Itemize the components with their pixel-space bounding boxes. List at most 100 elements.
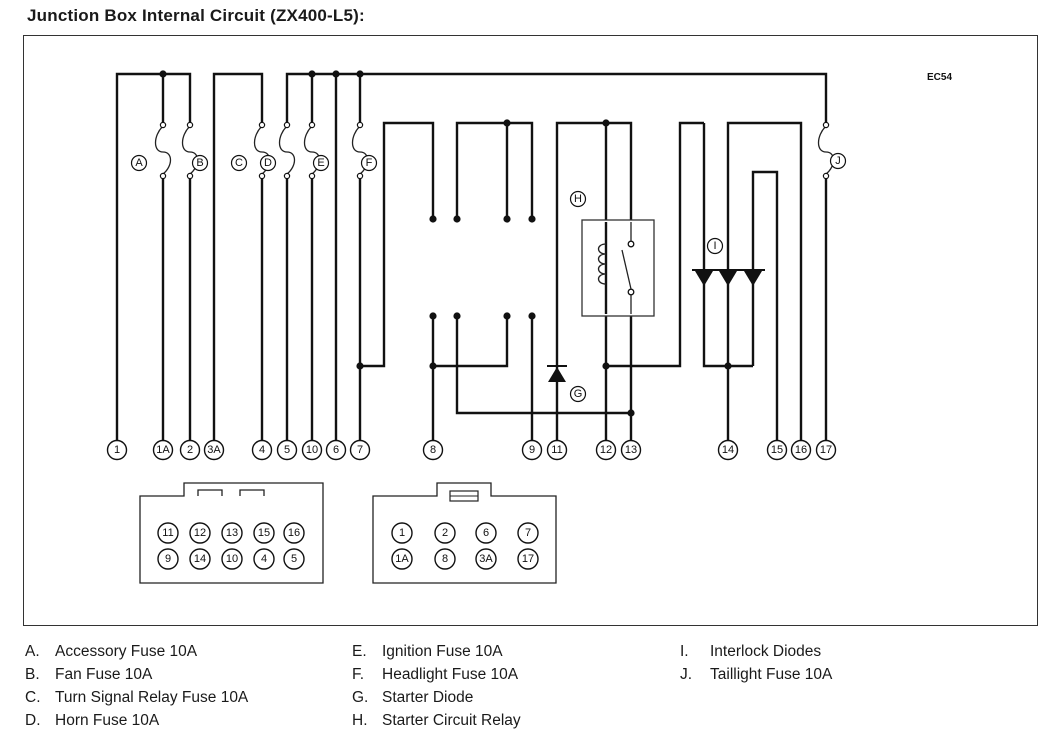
fuse-symbols: [154, 121, 835, 180]
svg-text:E: E: [317, 157, 324, 169]
terminal-4: 4: [251, 439, 273, 461]
svg-text:7: 7: [525, 527, 531, 539]
svg-text:D: D: [264, 157, 272, 169]
legend-text: Taillight Fuse 10A: [710, 666, 833, 683]
interlock-diodes-icon: [692, 269, 765, 286]
legend-text: Interlock Diodes: [710, 643, 822, 660]
svg-text:7: 7: [357, 444, 363, 456]
svg-text:9: 9: [529, 444, 535, 456]
legend-text: Fan Fuse 10A: [55, 666, 153, 683]
svg-text:11: 11: [551, 444, 562, 456]
starter-diode-icon: [547, 365, 567, 382]
legend-item: G. Starter Diode: [352, 686, 521, 709]
legend-key: J.: [680, 666, 693, 683]
svg-text:F: F: [366, 157, 373, 169]
connector-left-pin-16: 16: [283, 522, 305, 544]
legend-text: Starter Diode: [382, 689, 474, 706]
svg-text:14: 14: [722, 444, 734, 456]
svg-text:13: 13: [226, 527, 238, 539]
terminal-17: 17: [815, 439, 837, 461]
legend-key: D.: [25, 712, 41, 729]
terminal-9: 9: [521, 439, 543, 461]
svg-text:B: B: [196, 157, 203, 169]
svg-text:3A: 3A: [207, 444, 221, 456]
diagram-title: Junction Box Internal Circuit (ZX400-L5)…: [27, 6, 365, 25]
terminal-3a: 3A: [203, 439, 225, 461]
svg-text:9: 9: [165, 553, 171, 565]
legend-text: Accessory Fuse 10A: [55, 643, 198, 660]
label-diodes-i: I: [706, 237, 724, 255]
legend-key: F.: [352, 666, 365, 683]
terminal-11: 11: [546, 439, 568, 461]
svg-text:1A: 1A: [156, 444, 170, 456]
legend-item: J. Taillight Fuse 10A: [680, 663, 832, 686]
fuse-d2-icon: [278, 121, 296, 180]
legend-text: Horn Fuse 10A: [55, 712, 160, 729]
svg-text:2: 2: [442, 527, 448, 539]
svg-text:2: 2: [187, 444, 193, 456]
connector-left-pin-14: 14: [189, 548, 211, 570]
svg-text:1: 1: [114, 444, 120, 456]
terminal-15: 15: [766, 439, 788, 461]
connector-left-pin-9: 9: [157, 548, 179, 570]
svg-text:16: 16: [288, 527, 300, 539]
svg-text:13: 13: [625, 444, 637, 456]
connector-right-pin-2: 2: [434, 522, 456, 544]
label-fuse-b: B: [191, 154, 209, 172]
svg-text:12: 12: [194, 527, 206, 539]
connector-left-pin-11: 11: [157, 522, 179, 544]
connector-left-pin-12: 12: [189, 522, 211, 544]
svg-text:8: 8: [430, 444, 436, 456]
terminal-2: 2: [179, 439, 201, 461]
terminal-12: 12: [595, 439, 617, 461]
svg-text:6: 6: [333, 444, 339, 456]
connector-left-pin-4: 4: [253, 548, 275, 570]
svg-text:17: 17: [820, 444, 832, 456]
legend-item: D. Horn Fuse 10A: [25, 709, 248, 732]
connector-right-pin-8: 8: [434, 548, 456, 570]
fuse-a-icon: [154, 121, 172, 180]
fuse-b-icon: [181, 121, 199, 180]
diagram-frame: [23, 35, 1038, 626]
diagram-code: EC54: [927, 72, 952, 83]
relay-h: [581, 219, 655, 317]
connector-left-pin-15: 15: [253, 522, 275, 544]
svg-text:3A: 3A: [479, 553, 493, 565]
svg-text:1A: 1A: [395, 553, 409, 565]
legend-item: A.Accessory Fuse 10A: [25, 640, 248, 663]
legend-item: E.Ignition Fuse 10A: [352, 640, 521, 663]
legend-item: C.Turn Signal Relay Fuse 10A: [25, 686, 248, 709]
svg-text:10: 10: [306, 444, 318, 456]
legend-text: Ignition Fuse 10A: [382, 643, 503, 660]
label-relay-h: H: [569, 190, 587, 208]
svg-text:G: G: [574, 388, 583, 400]
legend-key: G.: [352, 689, 369, 706]
legend-item: H.Starter Circuit Relay: [352, 709, 521, 732]
terminal-14: 14: [717, 439, 739, 461]
label-fuse-e: E: [312, 154, 330, 172]
svg-text:I: I: [713, 240, 716, 252]
svg-text:8: 8: [442, 553, 448, 565]
terminal-6: 6: [325, 439, 347, 461]
terminal-10: 10: [301, 439, 323, 461]
connector-left-pin-10: 10: [221, 548, 243, 570]
legend-item: B.Fan Fuse 10A: [25, 663, 248, 686]
connector-left-pin-5: 5: [283, 548, 305, 570]
connector-left-pin-13: 13: [221, 522, 243, 544]
label-fuse-j: J: [829, 152, 847, 170]
terminal-1a: 1A: [152, 439, 174, 461]
svg-text:H: H: [574, 193, 582, 205]
terminal-8: 8: [422, 439, 444, 461]
terminal-13: 13: [620, 439, 642, 461]
label-fuse-a: A: [130, 154, 148, 172]
terminal-16: 16: [790, 439, 812, 461]
connector-right-pin-3a: 3A: [475, 548, 497, 570]
svg-text:12: 12: [600, 444, 612, 456]
legend-text: Headlight Fuse 10A: [382, 666, 519, 683]
junction-dots: [159, 70, 732, 417]
component-labels: A B C D E F J H I G: [130, 152, 847, 403]
